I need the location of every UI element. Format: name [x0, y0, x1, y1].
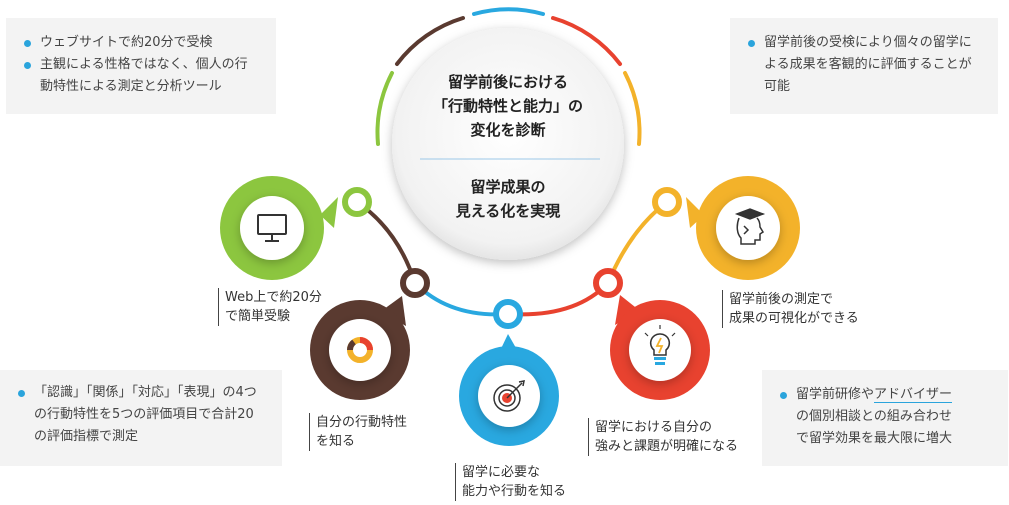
outer-ring	[375, 7, 642, 146]
center-line: 見える化を実現	[455, 202, 561, 220]
info-item: 「認識」「関係」「対応」「表現」の4つの行動特性を5つの評価項目で合計20の評価…	[16, 382, 266, 448]
info-item: ウェブサイトで約20分で受検	[22, 32, 260, 54]
graduate-head-icon	[734, 208, 766, 245]
label-line: 能力や行動を知る	[462, 484, 567, 499]
info-box-bottom-right: 留学前研修やアドバイザー の個別相談との組み合わせ で留学効果を最大限に増大	[762, 370, 1008, 466]
node-web	[220, 176, 338, 280]
label-strength: 留学における自分の 強みと課題が明確になる	[588, 418, 738, 456]
center-line: 留学成果の	[470, 178, 546, 196]
label-line: Web上で約20分	[225, 290, 322, 305]
info-box-top-right: 留学前後の受検により個々の留学による成果を客観的に評価することが可能	[730, 18, 998, 114]
monitor-icon	[257, 214, 287, 242]
lightbulb-icon	[644, 325, 676, 365]
node-self	[310, 296, 410, 400]
label-line: 成果の可視化ができる	[729, 311, 859, 326]
label-line: 留学前後の測定で	[729, 292, 834, 307]
label-web: Web上で約20分 で簡単受験	[218, 288, 322, 326]
label-line: 留学に必要な	[462, 465, 541, 480]
info-item: 主観による性格ではなく、個人の行動特性による測定と分析ツール	[22, 54, 260, 98]
target-icon	[493, 380, 525, 412]
node-need	[459, 334, 559, 446]
ring-markers	[342, 187, 682, 329]
center-circle	[392, 28, 624, 260]
node-strength	[610, 295, 710, 400]
center-line: 「行動特性と能力」の	[432, 97, 583, 115]
node-measure	[686, 176, 800, 280]
donut-chart-icon	[347, 337, 373, 363]
label-need: 留学に必要な 能力や行動を知る	[455, 463, 566, 501]
info-box-bottom-left: 「認識」「関係」「対応」「表現」の4つの行動特性を5つの評価項目で合計20の評価…	[0, 370, 282, 466]
label-line: 留学における自分の	[595, 420, 713, 435]
info-box-top-left: ウェブサイトで約20分で受検 主観による性格ではなく、個人の行動特性による測定と…	[6, 18, 276, 114]
label-line: を知る	[316, 434, 356, 449]
label-line: 強みと課題が明確になる	[595, 439, 739, 454]
center-line: 変化を診断	[470, 121, 546, 139]
info-item: 留学前後の受検により個々の留学による成果を客観的に評価することが可能	[746, 32, 982, 98]
info-text: の個別相談との組み合わせ	[796, 409, 952, 424]
info-item: 留学前研修やアドバイザー	[778, 384, 992, 406]
center-heading: 留学前後における 「行動特性と能力」の 変化を診断	[418, 70, 598, 142]
center-line: 留学前後における	[447, 73, 568, 91]
label-self: 自分の行動特性 を知る	[309, 413, 407, 451]
label-measure: 留学前後の測定で 成果の可視化ができる	[722, 290, 859, 328]
center-subheading: 留学成果の 見える化を実現	[418, 175, 598, 223]
info-text: で留学効果を最大限に増大	[796, 431, 953, 446]
advisor-text: アドバイザー	[874, 387, 953, 403]
info-text: 留学前研修や	[796, 387, 875, 402]
label-line: で簡単受験	[225, 309, 291, 324]
label-line: 自分の行動特性	[316, 415, 408, 430]
